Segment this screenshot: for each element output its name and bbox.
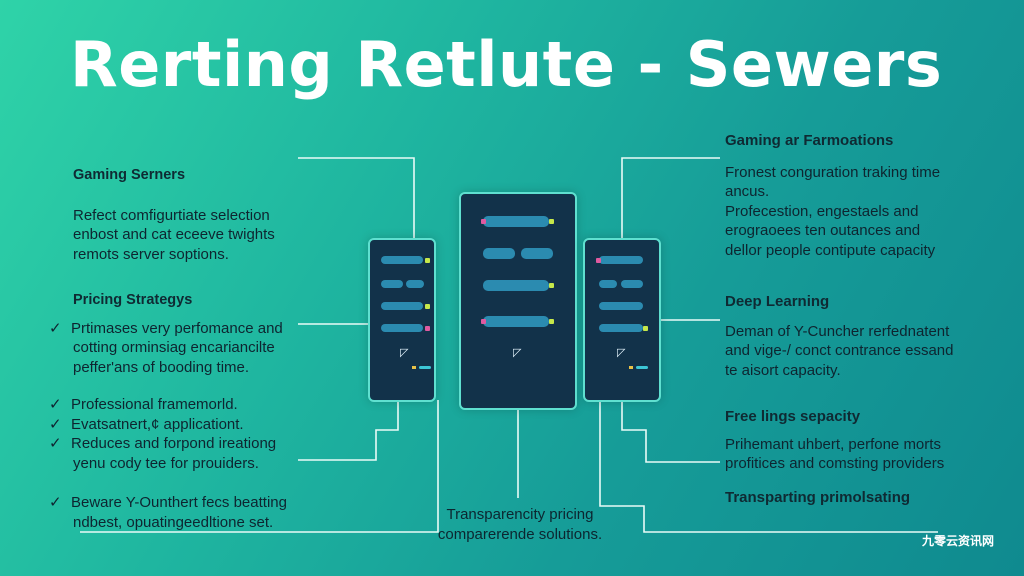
server-led: [481, 219, 486, 224]
list-item: ✓Professional framemorld.: [49, 396, 238, 413]
list-item: ✓Beware Y-Ounthert fecs beatting: [49, 494, 287, 511]
right-gaming-line: Fronest conguration traking time: [725, 163, 941, 181]
right-free-block: Free lings sepacity Prihemant uhbert, pe…: [725, 407, 944, 474]
server-led: [549, 319, 554, 324]
right-gaming-line: Profecestion, engestaels and: [725, 202, 919, 220]
left-gaming-heading: Gaming Serners: [73, 167, 186, 183]
check-icon: ✓: [49, 494, 62, 511]
right-deep-heading: Deep Learning: [725, 293, 830, 310]
left-pricing-block: Pricing Strategys ✓Prtimases very perfom…: [49, 291, 287, 532]
right-deep-line: te aisort capacity.: [725, 361, 841, 379]
right-transparting-block: Transparting primolsating: [725, 488, 910, 516]
status-indicator: [419, 366, 431, 369]
list-item: ✓Reduces and forpond ireationg: [49, 435, 277, 452]
server-led: [549, 219, 554, 224]
center-caption-line: Transparencity pricing: [446, 506, 594, 523]
center-caption-line: comparerende solutions.: [437, 526, 603, 543]
cursor-icon: ◸: [400, 347, 409, 359]
connector-left-1: [298, 157, 415, 238]
right-gaming-line: ancus.: [725, 183, 770, 200]
connector-right-1: [621, 157, 720, 240]
left-gaming-line: Refect comfigurtiate selection: [73, 206, 270, 224]
right-free-heading: Free lings sepacity: [725, 408, 861, 425]
right-deep-line: Deman of Y-Cuncher rerfednatent: [725, 322, 950, 340]
right-free-line: Prihemant uhbert, perfone morts: [725, 435, 941, 453]
list-item: peffer'ans of booding time.: [73, 358, 250, 376]
server-led: [425, 326, 430, 331]
cursor-icon: ◸: [513, 347, 522, 359]
server-slot: [621, 280, 643, 288]
right-free-line: profitices and comsting providers: [725, 455, 945, 472]
server-slot: [483, 248, 515, 259]
server-rack-left: ◸: [368, 238, 436, 402]
server-led: [549, 283, 554, 288]
connector-right-4: [599, 400, 938, 533]
server-rack-center: ◸: [459, 192, 577, 410]
right-gaming-line: dellor people contipute capacity: [725, 241, 936, 259]
watermark: 九零云资讯网: [921, 534, 994, 548]
server-slot: [521, 248, 553, 259]
server-led: [425, 258, 430, 263]
server-rack-right: ◸: [583, 238, 661, 402]
status-indicator: [412, 366, 416, 369]
left-gaming-block: Gaming Serners Refect comfigurtiate sele…: [73, 166, 275, 264]
list-item: cotting orminsiag encariancilte: [73, 339, 275, 356]
right-gaming-heading: Gaming ar Farmoations: [725, 132, 894, 149]
server-slot: [599, 324, 643, 332]
status-indicator: [636, 366, 648, 369]
center-caption: Transparencity pricing comparerende solu…: [400, 505, 640, 545]
page-title: Rerting Retlute - Sewers: [70, 28, 943, 101]
server-slot: [599, 256, 643, 264]
server-slot: [381, 302, 423, 310]
server-led: [481, 319, 486, 324]
connector-left-3: [298, 398, 399, 461]
check-icon: ✓: [49, 319, 62, 337]
server-slot: [599, 302, 643, 310]
cursor-icon: ◸: [617, 347, 626, 359]
server-led: [425, 304, 430, 309]
list-item: ndbest, opuatingeedltione set.: [73, 513, 274, 531]
server-slot: [381, 324, 423, 332]
list-item: ✓Prtimases very perfomance and: [49, 319, 283, 337]
right-gaming-line: erograoees ten outances and: [725, 222, 921, 239]
left-gaming-line: enbost and cat eceeve twights: [73, 226, 275, 243]
right-deep-block: Deep Learning Deman of Y-Cuncher rerfedn…: [725, 292, 953, 380]
server-slot: [483, 316, 549, 327]
check-icon: ✓: [49, 435, 62, 452]
server-slot: [483, 280, 549, 291]
server-slot: [406, 280, 424, 288]
connector-left-4: [80, 400, 439, 533]
left-pricing-heading: Pricing Strategys: [73, 292, 193, 308]
check-icon: ✓: [49, 396, 62, 413]
list-item: yenu cody tee for prouiders.: [73, 454, 259, 472]
right-transparting-heading: Transparting primolsating: [725, 489, 911, 506]
right-deep-line: and vige-/ conct contrance essand: [725, 342, 954, 359]
server-led: [643, 326, 648, 331]
server-slot: [599, 280, 617, 288]
check-icon: ✓: [49, 415, 62, 433]
status-indicator: [629, 366, 633, 369]
right-gaming-block: Gaming ar Farmoations Fronest conguratio…: [725, 131, 940, 260]
server-slot: [381, 256, 423, 264]
server-led: [596, 258, 601, 263]
left-gaming-line: remots server soptions.: [73, 245, 229, 263]
connector-right-3: [621, 400, 720, 463]
server-slot: [483, 216, 549, 227]
server-slot: [381, 280, 403, 288]
list-item: ✓Evatsatnert,¢ applicationt.: [49, 415, 244, 433]
